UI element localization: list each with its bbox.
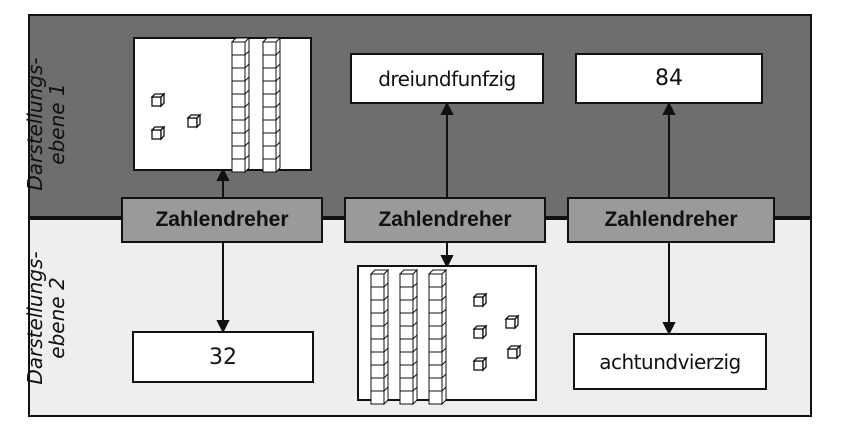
converter-box-col3: Zahlendreher [567,197,775,243]
converter-box-col1: Zahlendreher [121,197,323,243]
unit-cube-col2-5 [506,344,522,360]
ten-rod-col1-1 [230,36,251,174]
word-box-top-col2: dreiundfunfzig [350,53,544,104]
converter-label-col3: Zahlendreher [604,208,738,231]
base-ten-blocks-col1 [150,36,282,174]
ten-rod-col2-1 [369,268,390,406]
arrowhead-up-col3 [662,101,676,115]
unit-cube-col1-3 [186,113,202,129]
word-text-top-col2: dreiundfunfzig [378,66,516,91]
number-text-bottom-col1: 32 [209,344,237,370]
level-label-lower-line2: ebene 2 [45,277,69,359]
arrowhead-down-col3 [662,322,676,336]
ten-rod-col2-2 [398,268,419,406]
level-label-lower-line1: Darstellungs- [23,251,47,385]
unit-cube-col1-2 [150,125,166,141]
unit-cube-col1-1 [150,92,166,108]
number-text-top-col3: 84 [655,66,683,91]
ten-rod-col1-2 [261,36,282,174]
arrowhead-up-col1 [216,167,230,181]
level-label-upper-line2: ebene 1 [45,83,69,165]
word-box-bottom-col3: achtundvierzig [573,333,767,390]
word-text-bottom-col3: achtundvierzig [599,349,741,374]
number-box-top-col3: 84 [575,53,763,104]
unit-cube-col2-1 [472,292,488,308]
unit-cube-col2-2 [472,324,488,340]
level-label-upper-line1: Darstellungs- [23,57,47,191]
converter-label-col1: Zahlendreher [155,208,289,231]
arrowhead-down-col1 [216,320,230,334]
converter-label-col2: Zahlendreher [378,208,512,231]
level-label-lower: Darstellungs- ebene 2 [23,228,69,408]
unit-cube-col2-4 [472,356,488,372]
converter-box-col2: Zahlendreher [344,197,546,243]
arrowhead-down-col2 [440,255,454,269]
arrowhead-up-col2 [440,101,454,115]
unit-cube-col2-3 [504,314,520,330]
level-label-upper: Darstellungs- ebene 1 [23,34,69,214]
diagram-frame [28,14,812,417]
base-ten-blocks-col2 [369,268,522,406]
ten-rod-col2-3 [427,268,448,406]
number-box-bottom-col1: 32 [132,331,314,383]
